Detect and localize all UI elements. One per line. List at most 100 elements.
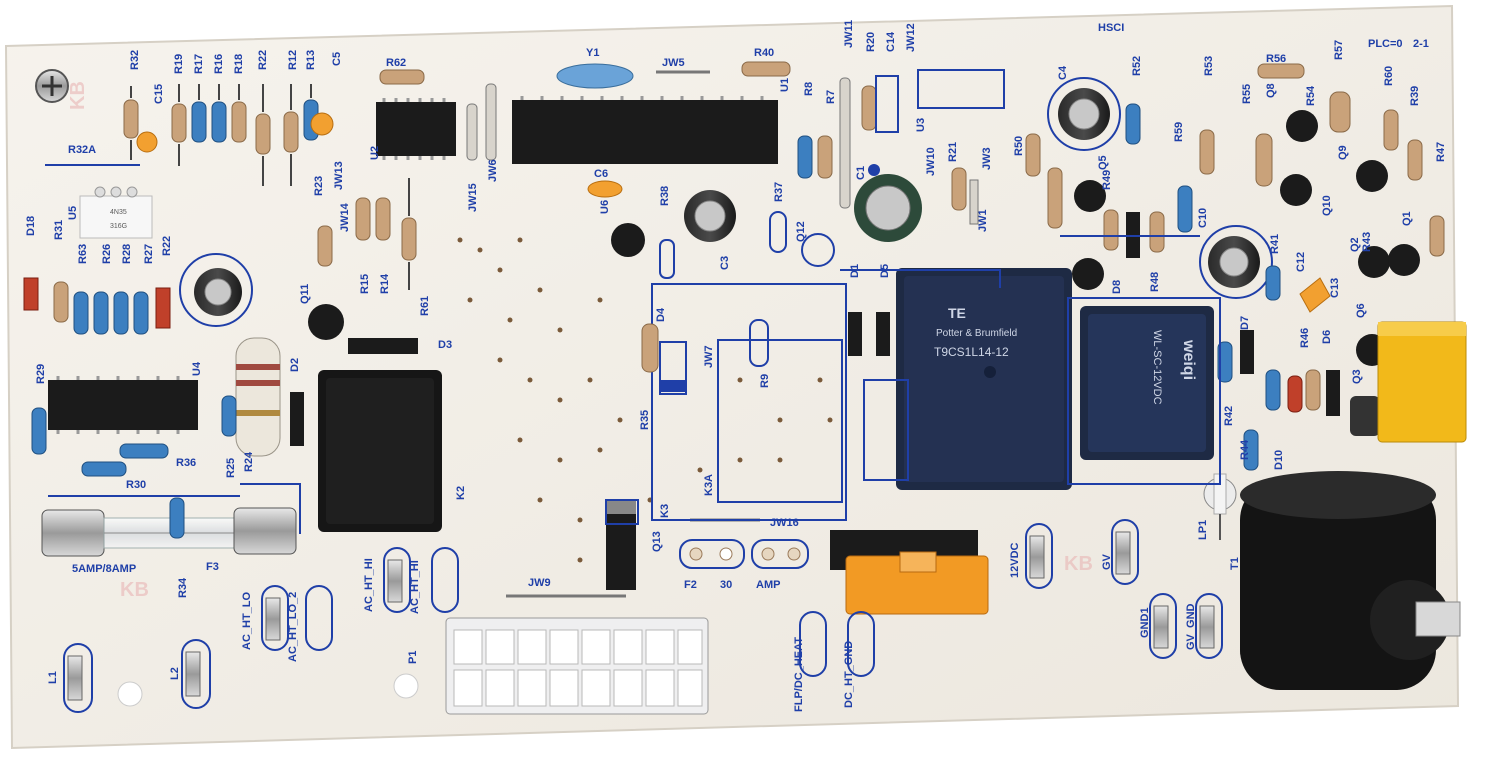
- relay-te: TE Potter & Brumfield T9CS1L14-12: [896, 268, 1072, 490]
- label-r8: R8: [803, 82, 815, 96]
- resistor-r55: [1255, 133, 1273, 187]
- label-jw1: JW1: [977, 209, 989, 232]
- label-r19: R19: [173, 54, 185, 74]
- label-d7: D7: [1239, 316, 1251, 330]
- yellow-capacitor: [1377, 321, 1467, 443]
- electrolytic-cap-c10: [1199, 225, 1273, 299]
- label-c4: C4: [1057, 65, 1069, 80]
- label-c10: C10: [1197, 208, 1209, 228]
- label-r62: R62: [386, 57, 406, 69]
- label-u4: U4: [191, 361, 203, 376]
- label-q13: Q13: [651, 531, 663, 552]
- relay-k2: [318, 370, 442, 532]
- cap-c14-outline: [875, 75, 899, 133]
- resistor-r40: [741, 61, 791, 77]
- electrolytic-cap-c1: [854, 164, 922, 242]
- resistor-r60: [1383, 109, 1399, 151]
- label-r16: R16: [213, 54, 225, 74]
- label-r49: R49: [1101, 170, 1113, 190]
- connector-p1: [445, 617, 709, 715]
- ceramic-cap-c5: [310, 112, 334, 136]
- label-r48: R48: [1149, 272, 1161, 292]
- label-u5: U5: [67, 206, 79, 220]
- transistor-q3: [1350, 396, 1380, 436]
- label-r63: R63: [77, 244, 89, 264]
- label-plc: PLC=0: [1368, 38, 1403, 50]
- label-f3: F3: [206, 561, 219, 573]
- label-gv: GV: [1101, 553, 1113, 570]
- label-q6: Q6: [1355, 303, 1367, 318]
- label-r24: R24: [243, 451, 255, 472]
- label-c12: C12: [1295, 252, 1307, 272]
- label-jw6: JW6: [487, 159, 499, 182]
- label-d18: D18: [25, 216, 37, 236]
- resistor-r21: [951, 167, 967, 211]
- resistor-r34: [169, 497, 185, 539]
- resistor-r30: [81, 461, 127, 477]
- label-jw15: JW15: [467, 183, 479, 212]
- label-r41: R41: [1269, 234, 1281, 254]
- diode-d4-band: [660, 380, 686, 392]
- label-q10: Q10: [1321, 195, 1333, 216]
- ignition-transformer-t1: [1240, 471, 1461, 690]
- label-r28: R28: [121, 244, 133, 264]
- label-q11: Q11: [299, 284, 311, 304]
- label-c6: C6: [594, 168, 608, 180]
- label-r7: R7: [825, 90, 837, 104]
- label-p1: P1: [407, 651, 419, 664]
- label-r29: R29: [35, 364, 47, 384]
- label-r53: R53: [1203, 56, 1215, 76]
- label-q1: Q1: [1401, 211, 1413, 226]
- diode-d2: [290, 392, 304, 446]
- label-u6: U6: [599, 200, 611, 214]
- label-d4: D4: [655, 307, 667, 322]
- optocoupler-u5: 4N35 316G: [79, 186, 153, 239]
- resistor-r24: [221, 395, 237, 437]
- label-r37: R37: [773, 182, 785, 202]
- label-amp: AMP: [756, 579, 780, 591]
- resistor-bank-left: [23, 277, 171, 335]
- label-jw10: JW10: [925, 147, 937, 176]
- screw-top-left: [35, 69, 69, 103]
- label-jw12: JW12: [905, 23, 917, 52]
- label-flp-dc-heat: FLP/DC_HEAT: [793, 637, 805, 712]
- footprint-k3a: [717, 339, 843, 503]
- label-jw3: JW3: [981, 147, 993, 170]
- label-q8: Q8: [1265, 83, 1277, 98]
- resistors-r42-r44: [1243, 369, 1340, 471]
- electrolytic-cap-left: [179, 253, 253, 327]
- footprint-k3: [651, 283, 847, 521]
- label-r30: R30: [126, 479, 146, 491]
- label-r17: R17: [193, 54, 205, 74]
- label-ac-ht-lo: AC_HT_LO: [241, 591, 253, 650]
- label-jw9: JW9: [528, 577, 551, 589]
- label-r32: R32: [129, 50, 141, 70]
- label-r36: R36: [176, 457, 196, 469]
- label-c3: C3: [719, 256, 731, 270]
- resistor-r38: [659, 239, 675, 279]
- label-r39: R39: [1409, 86, 1421, 106]
- glass-fuse-f3: [41, 507, 297, 557]
- label-gnd1: GND1: [1139, 607, 1151, 638]
- label-c15: C15: [153, 84, 165, 104]
- label-r18: R18: [233, 54, 245, 74]
- resistor-r37-outline: [769, 211, 787, 253]
- label-q9: Q9: [1337, 145, 1349, 160]
- weiqi-brand: weiqi: [1180, 339, 1197, 380]
- label-c14: C14: [885, 31, 897, 52]
- label-q2: Q2: [1349, 237, 1361, 252]
- label-r55: R55: [1241, 84, 1253, 104]
- label-dc-ht-gnd: DC_HT_GND: [843, 641, 855, 708]
- label-r9: R9: [759, 374, 771, 388]
- resistor-r-vertical: [1217, 341, 1233, 383]
- resistor-r62: [379, 69, 425, 85]
- label-r47: R47: [1435, 142, 1447, 162]
- resistor-r56: [1257, 63, 1305, 79]
- label-r32a: R32A: [68, 144, 96, 156]
- resistors-r15-r14-r61: [317, 178, 417, 290]
- label-316g: 316G: [110, 223, 127, 230]
- relay-model: T9CS1L14-12: [934, 345, 1009, 359]
- resistor-r57: [1329, 91, 1351, 133]
- label-r12: R12: [287, 50, 299, 70]
